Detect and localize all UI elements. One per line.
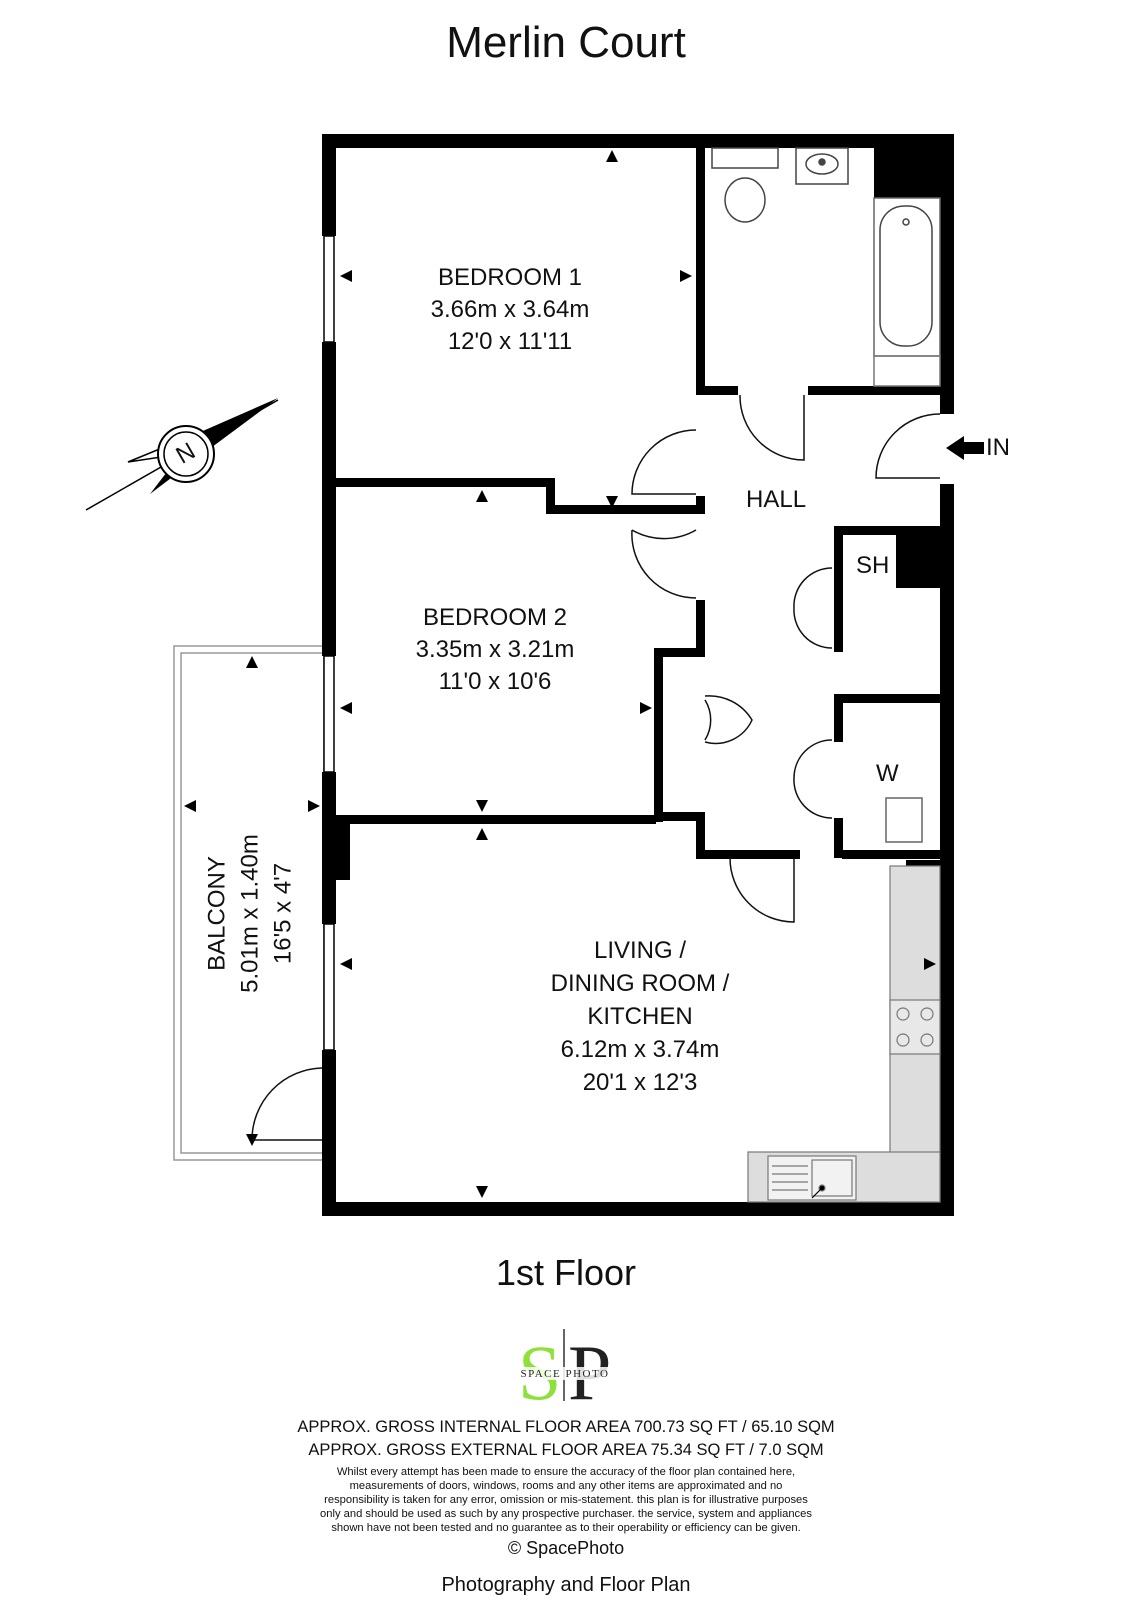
living-label: LIVING / DINING ROOM / KITCHEN 6.12m x 3… — [520, 934, 760, 1099]
balcony-label: BALCONY 5.01m x 1.40m 16'5 x 4'7 — [201, 784, 300, 1044]
entrance-label: IN — [986, 434, 1010, 461]
balcony-metric: 5.01m x 1.40m — [236, 834, 264, 993]
bedroom2-imperial: 11'0 x 10'6 — [438, 668, 552, 695]
bedroom1-label: BEDROOM 1 3.66m x 3.64m 12'0 x 11'11 — [400, 262, 620, 358]
living-metric: 6.12m x 3.74m — [560, 1036, 720, 1063]
compass-north-icon — [85, 398, 279, 511]
door-swings — [251, 394, 941, 1141]
disclaimer: Whilst every attempt has been made to en… — [0, 1465, 1132, 1535]
w-label: W — [876, 760, 899, 787]
hall-label: HALL — [746, 486, 807, 513]
bathroom-fixtures — [711, 147, 941, 387]
interior-walls — [336, 148, 940, 859]
bedroom1-imperial: 12'0 x 11'11 — [447, 328, 573, 355]
disclaimer-line: shown have not been tested and no guaran… — [331, 1522, 801, 1534]
plan-title: Merlin Court — [446, 18, 686, 67]
bedroom2-label: BEDROOM 2 3.35m x 3.21m 11'0 x 10'6 — [380, 602, 610, 698]
washer-appliance — [885, 797, 923, 843]
disclaimer-line: only and should be used as such by any p… — [320, 1508, 812, 1520]
living-name-line1: LIVING / — [593, 937, 687, 964]
living-imperial: 20'1 x 12'3 — [582, 1069, 698, 1096]
credit-text: Photography and Floor Plan — [441, 1574, 691, 1596]
svg-text:SPACE PHOTO: SPACE PHOTO — [521, 1368, 610, 1380]
bedroom2-metric: 3.35m x 3.21m — [415, 636, 575, 663]
living-name-line2: DINING ROOM / — [550, 970, 730, 997]
kitchen-units — [747, 865, 941, 1203]
entrance-arrow-icon — [946, 436, 984, 460]
measurement-arrows — [184, 150, 936, 1198]
floor-label: 1st Floor — [495, 1252, 637, 1293]
copyright-text: © SpacePhoto — [507, 1538, 625, 1558]
sh-label: SH — [856, 552, 890, 579]
bedroom1-name: BEDROOM 1 — [437, 264, 583, 291]
bedroom1-metric: 3.66m x 3.64m — [430, 296, 590, 323]
disclaimer-line: Whilst every attempt has been made to en… — [336, 1466, 796, 1478]
living-name-line3: KITCHEN — [587, 1003, 693, 1030]
disclaimer-line: measurements of doors, windows, rooms an… — [349, 1480, 783, 1492]
floor-plan — [85, 134, 984, 1216]
bedroom2-name: BEDROOM 2 — [422, 604, 568, 631]
space-photo-logo: S P SPACE PHOTO — [500, 1329, 630, 1405]
balcony-imperial: 16'5 x 4'7 — [269, 862, 297, 965]
windows — [323, 235, 335, 1051]
external-area-text: APPROX. GROSS EXTERNAL FLOOR AREA 75.34 … — [308, 1441, 824, 1459]
internal-area-text: APPROX. GROSS INTERNAL FLOOR AREA 700.73… — [297, 1418, 835, 1436]
balcony-name: BALCONY — [203, 856, 231, 971]
disclaimer-line: responsibility is taken for any error, o… — [324, 1494, 808, 1506]
outer-walls — [322, 134, 954, 1216]
